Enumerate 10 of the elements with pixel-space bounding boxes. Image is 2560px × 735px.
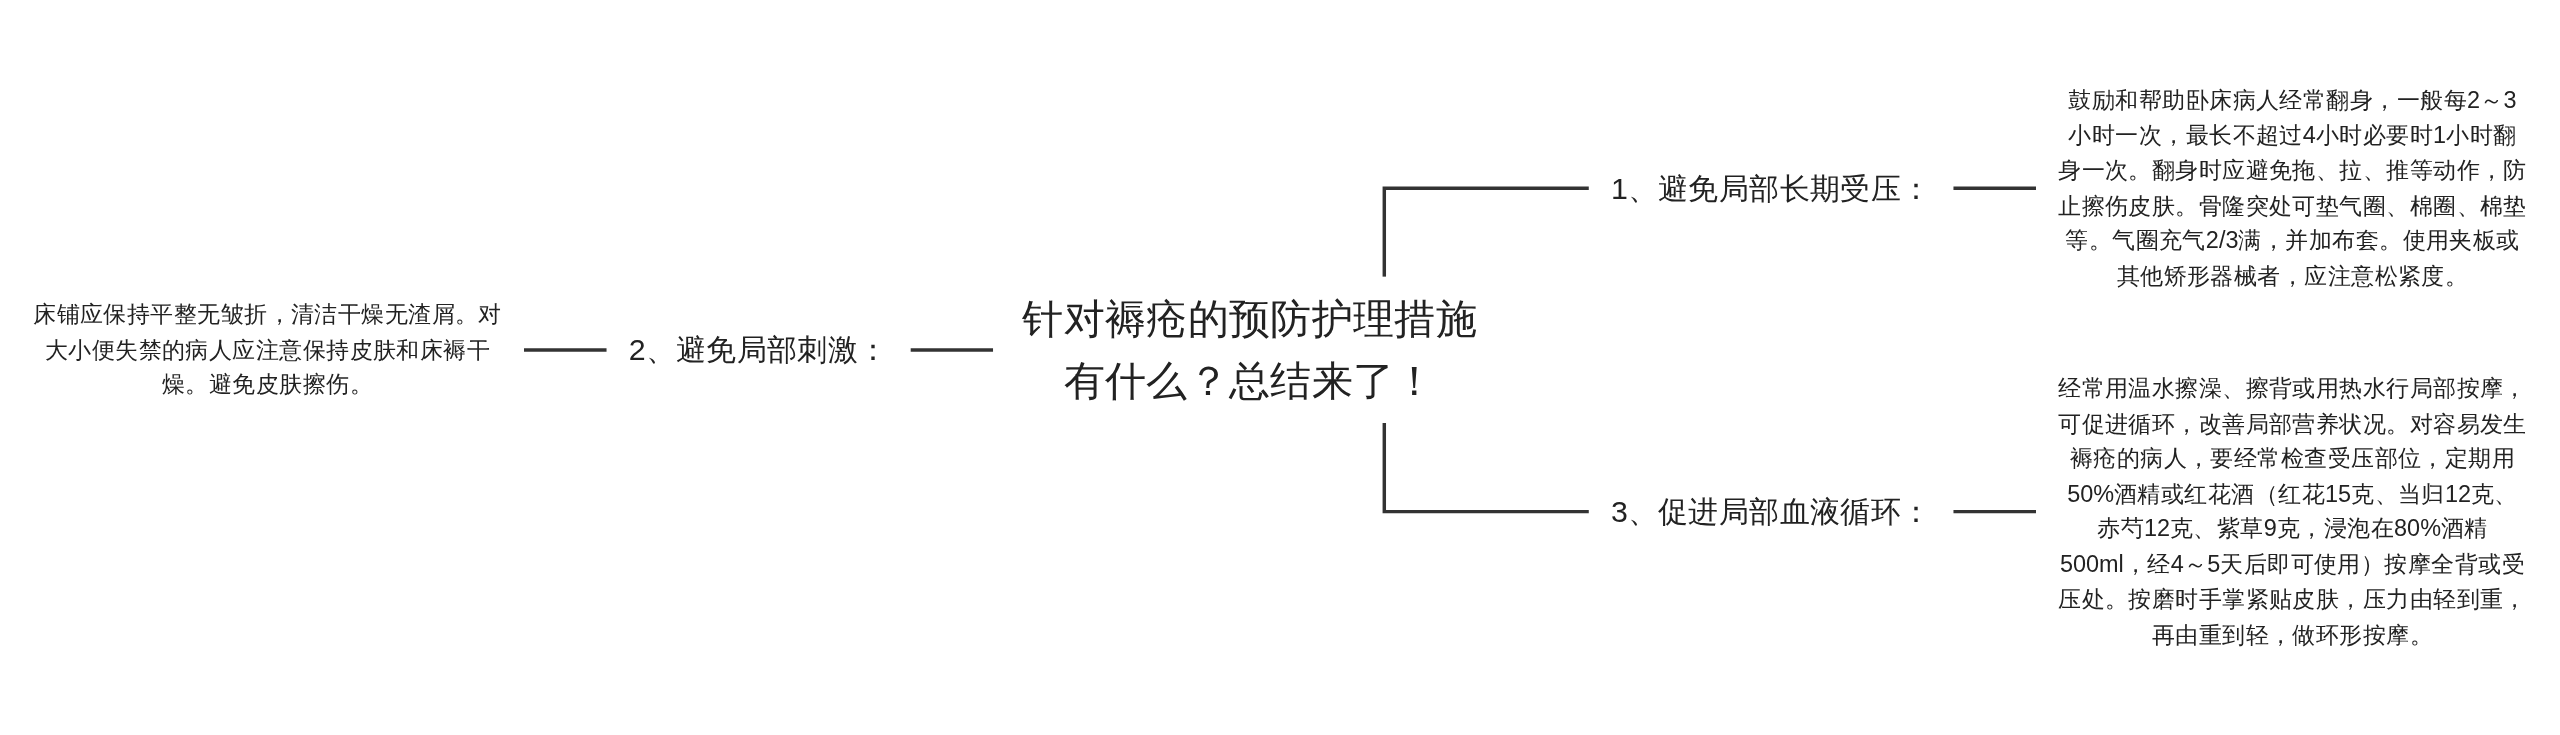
connector xyxy=(522,348,607,352)
node-text: 3、促进局部血液循环： xyxy=(1610,494,1932,529)
node-text: 经常用温水擦澡、擦背或用热水行局部按摩，可促进循环，改善局部营养状况。对容易发生褥疮的病人，要经常检查受压部位，定期用50%酒精或红花酒（红花15克、当归12克、赤芍12克、紫草9克，浸泡在80%酒精500ml，经4～5天后即可使用）按摩全背或受压处。按磨时手掌紧贴皮肤，压力由轻到重，再由重到轻，做环形按摩。 xyxy=(2058,375,2527,648)
connector xyxy=(1382,423,1589,514)
node-text: 1、避免局部长期受压： xyxy=(1610,171,1932,206)
node-text: 2、避免局部刺激： xyxy=(628,332,889,368)
connector xyxy=(1382,186,1589,277)
node-text: 鼓励和帮助卧床病人经常翻身，一般每2～3小时一次，最长不超过4小时必要时1小时翻身一次。翻身时应避免拖、拉、推等动作，防止擦伤皮肤。骨隆突处可垫气圈、棉圈、棉垫等。气圈充气2/3满，并加布套。使用夹板或其他矫形器械者，应注意松紧度。 xyxy=(2058,86,2527,289)
node-text: 床铺应保持平整无皱折，清洁干燥无渣屑。对大小便失禁的病人应注意保持皮肤和床褥干燥。避免皮肤擦伤。 xyxy=(33,301,502,398)
node-text: 针对褥疮的预防护理措施有什么？总结来了！ xyxy=(1022,296,1478,404)
